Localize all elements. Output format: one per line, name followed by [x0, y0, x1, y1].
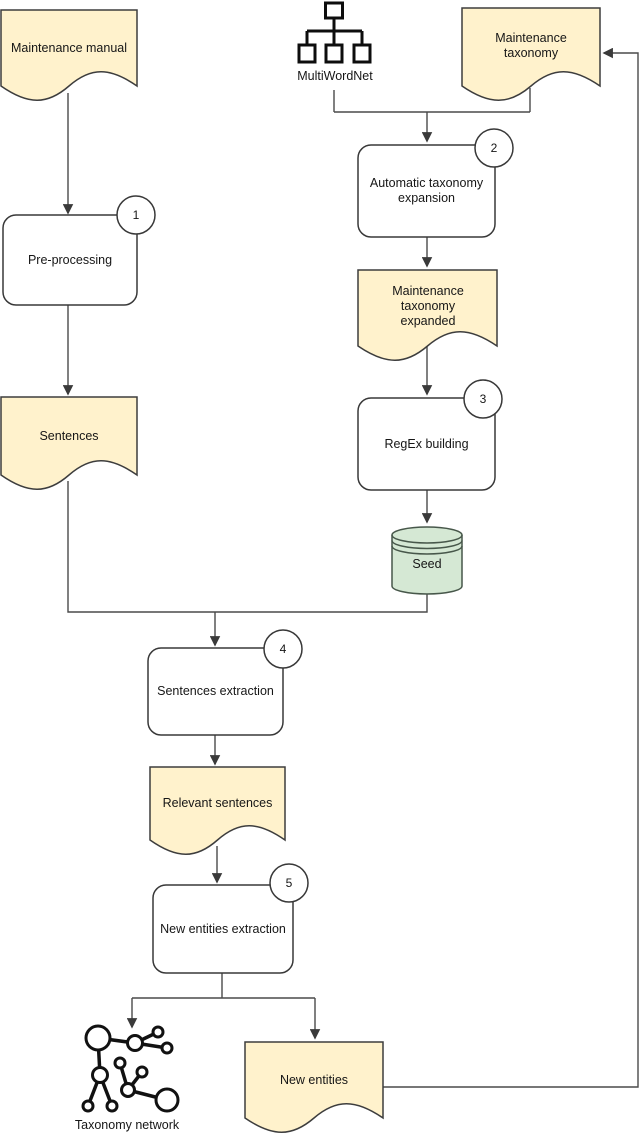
node-maintenance-taxonomy-label: Maintenance taxonomy — [495, 31, 567, 60]
node-seed-label: Seed — [412, 556, 442, 571]
node-new-entities-extraction-label: New entities extraction — [160, 921, 286, 936]
step-badge-1-circle — [116, 195, 156, 235]
step-badge-4-label: 4 — [279, 642, 287, 656]
node-pre-processing-label: Pre-processing — [27, 252, 113, 267]
step-badge-2-label: 2 — [490, 141, 498, 155]
node-new-entities-label: New entities — [279, 1072, 349, 1087]
edge-new-entities-extraction-split — [132, 973, 315, 999]
node-sentences-label: Sentences — [39, 428, 99, 443]
node-maintenance-manual-shape — [0, 9, 138, 101]
edge-seed-down — [215, 594, 428, 613]
node-taxonomy-network-label: Taxonomy network — [74, 1117, 180, 1132]
taxonomy-network-icon — [81, 1024, 180, 1113]
node-seed-shape — [391, 526, 463, 595]
node-automatic-taxonomy-expansion-label: Automatic taxonomy expansion — [369, 176, 484, 205]
step-badge-3-label: 3 — [479, 392, 487, 406]
node-new-entities-extraction-shape — [152, 884, 294, 974]
edge-taxonomy-down — [334, 88, 531, 113]
step-badge-5-label: 5 — [285, 876, 293, 890]
node-pre-processing-shape — [2, 214, 138, 306]
node-sentences-extraction-label: Sentences extraction — [157, 684, 274, 698]
node-maintenance-manual-label: Maintenance manual — [10, 40, 128, 55]
step-badge-4-circle — [263, 629, 303, 669]
node-regex-building-label: RegEx building — [384, 436, 469, 451]
step-badge-5-circle — [269, 863, 309, 903]
node-automatic-taxonomy-expansion-shape — [357, 144, 496, 238]
node-multiwordnet-label: MultiWordNet — [297, 68, 373, 83]
step-badge-3-circle — [463, 379, 503, 419]
step-badge-1-label: 1 — [132, 208, 140, 222]
node-regex-building-shape — [357, 397, 496, 491]
node-maintenance-taxonomy-shape — [461, 7, 601, 101]
node-relevant-sentences-label: Relevant sentences — [162, 795, 273, 810]
node-maintenance-taxonomy-expanded-shape — [357, 269, 498, 361]
node-sentences-shape — [0, 396, 138, 490]
node-maintenance-taxonomy-expanded-label: Maintenance taxonomy expanded — [392, 283, 464, 328]
multiwordnet-tree-icon — [297, 1, 372, 64]
edge-sentences-down — [67, 481, 215, 613]
edge-new-entities-feedback-loop — [383, 47, 639, 1088]
node-sentences-extraction-shape — [147, 647, 284, 736]
node-new-entities-shape — [244, 1041, 384, 1133]
node-relevant-sentences-shape — [149, 766, 286, 855]
step-badge-2-circle — [474, 128, 514, 168]
